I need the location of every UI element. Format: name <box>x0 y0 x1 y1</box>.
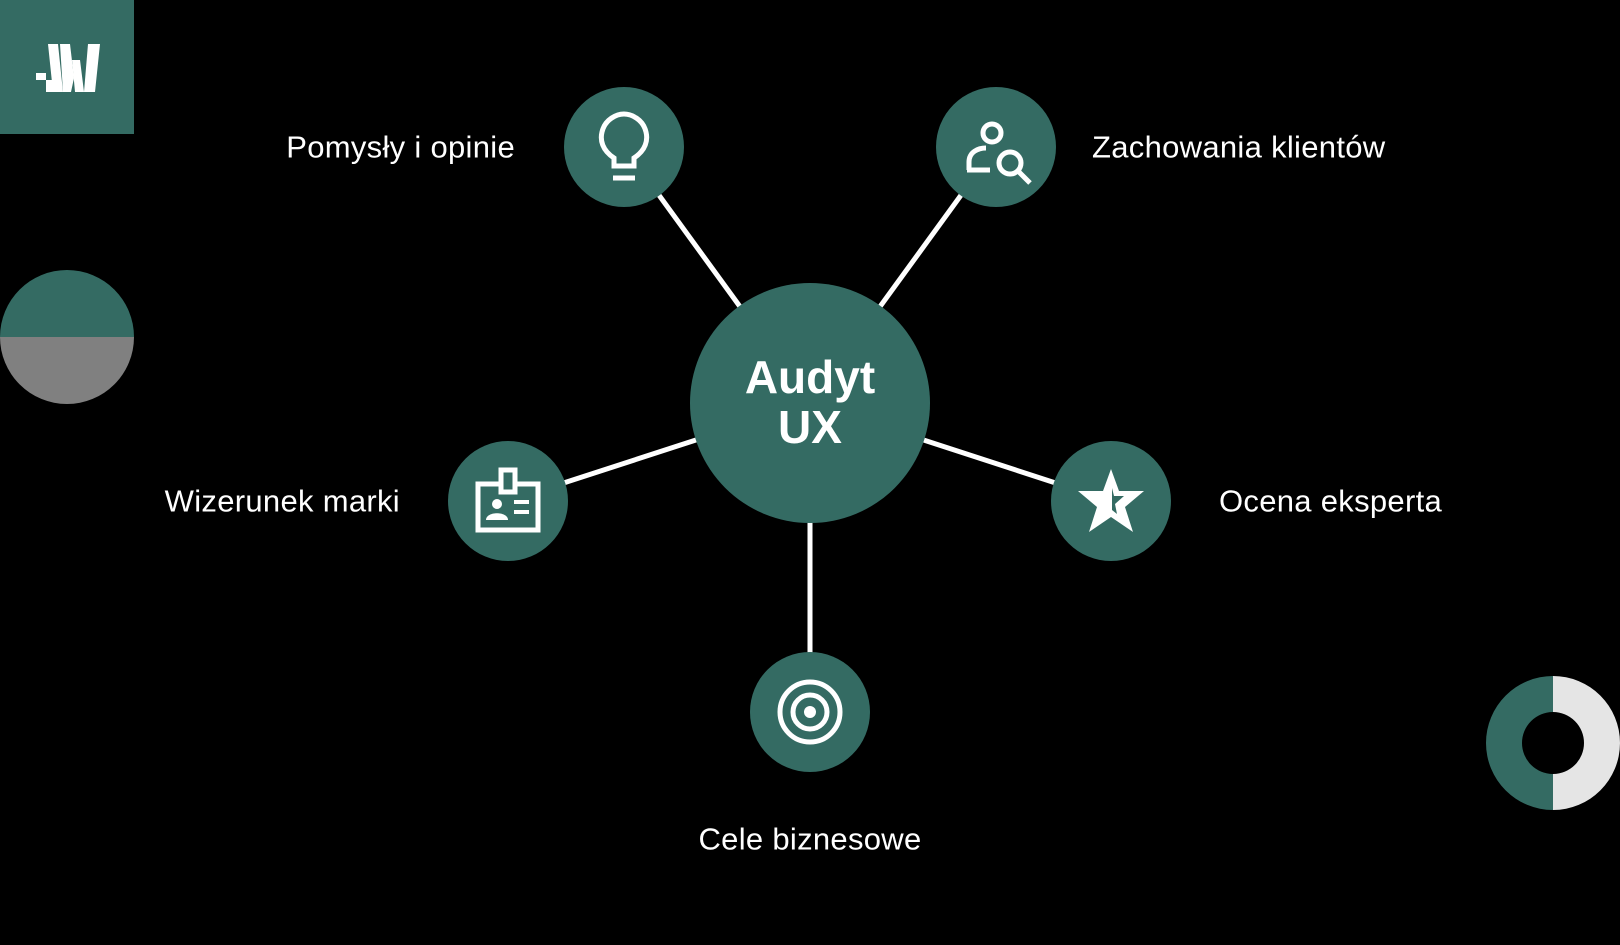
user-search-icon <box>966 121 1032 185</box>
lightbulb-icon <box>598 111 650 181</box>
decorative-donut <box>1486 676 1620 810</box>
node-ideas <box>564 87 684 207</box>
label-behaviour: Zachowania klientów <box>1092 129 1386 165</box>
center-title-line1: Audyt <box>744 351 876 403</box>
node-expert <box>1051 441 1171 561</box>
target-icon <box>777 679 843 745</box>
label-ideas: Pomysły i opinie <box>286 129 515 165</box>
node-goals <box>750 652 870 772</box>
logo <box>0 0 134 134</box>
center-title: Audyt UX <box>690 352 930 452</box>
target-center <box>804 706 816 718</box>
label-goals: Cele biznesowe <box>698 821 922 857</box>
center-title-line2: UX <box>778 401 842 453</box>
star-icon <box>1078 469 1144 532</box>
label-brand: Wizerunek marki <box>164 483 400 519</box>
node-behaviour <box>936 87 1056 207</box>
decorative-half-circle <box>0 270 134 404</box>
center-node <box>690 283 930 523</box>
id-badge-icon <box>475 467 541 533</box>
label-expert: Ocena eksperta <box>1219 483 1443 519</box>
node-brand <box>448 441 568 561</box>
